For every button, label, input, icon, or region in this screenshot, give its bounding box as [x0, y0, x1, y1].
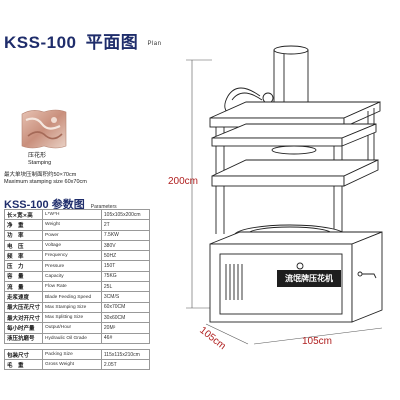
- param-label-cn: 最大压花尺寸: [3, 301, 44, 313]
- page-title: KSS-100 平面图 Plan: [4, 28, 161, 53]
- param-value: 115x115x210cm: [100, 348, 151, 361]
- param-label-en: Max Stamping Size: [42, 301, 102, 313]
- machine-drawing: [186, 45, 383, 345]
- param-value: 60x70CM: [100, 301, 151, 313]
- parameters-model: KSS-100: [4, 199, 49, 211]
- height-dimension: 200cm: [168, 176, 199, 187]
- param-label-en: Blade Feeding Speed: [42, 291, 102, 303]
- param-label-cn: 电 压: [3, 239, 44, 252]
- param-label-en: Power: [42, 229, 102, 241]
- stamping-label-en: Stamping: [28, 160, 52, 166]
- param-label-en: Weight: [42, 219, 102, 231]
- title-en: Plan: [147, 40, 162, 47]
- param-label-cn: 走浆速度: [3, 291, 44, 303]
- param-value: 3CM/S: [100, 291, 151, 303]
- param-label-en: Hydraulic Oil Grade: [42, 332, 102, 344]
- param-value: 105x105x200cm: [100, 208, 151, 221]
- param-label-cn: 频 率: [3, 250, 44, 262]
- param-value: 2.05T: [100, 359, 151, 371]
- param-value: 25L: [100, 281, 151, 293]
- param-label-cn: 功 率: [3, 229, 44, 241]
- param-label-en: Max Splitting Size: [42, 311, 102, 324]
- param-label-en: Capacity: [42, 270, 102, 283]
- param-label-cn: 压 力: [3, 260, 44, 272]
- param-value: 150T: [100, 260, 151, 272]
- stamping-label-cn: 压花形: [28, 153, 47, 159]
- parameters-title: KSS-100 参数图 Parameters: [4, 196, 117, 212]
- width-dimension: 105cm: [302, 336, 333, 347]
- param-label-cn: 每小时产量: [3, 322, 44, 334]
- stamping-sample-image: [21, 109, 67, 149]
- param-value: 380V: [100, 239, 151, 252]
- param-label-en: L*W*H: [42, 208, 102, 221]
- param-value: 2T: [100, 219, 151, 231]
- param-value: 30x60CM: [100, 311, 151, 324]
- param-label-cn: 包装尺寸: [3, 348, 44, 361]
- param-value: 46#: [100, 332, 151, 344]
- param-value: 50HZ: [100, 250, 151, 262]
- stamping-size: 最大单块压制面积约50×70cm Maximum stamping size 6…: [4, 172, 87, 186]
- title-cn: 平面图: [85, 33, 139, 53]
- param-value: 20M²: [100, 322, 151, 334]
- param-label-cn: 液压抗磨号: [3, 332, 44, 344]
- stamping-caption: 压花形 Stamping: [28, 153, 51, 167]
- param-label-en: Flow Rate: [42, 281, 102, 293]
- param-label-en: Frequency: [42, 250, 102, 262]
- param-label-en: Gross Weight: [42, 359, 102, 371]
- param-label-en: Pressure: [42, 260, 102, 272]
- parameters-title-cn: 参数图: [51, 199, 85, 211]
- param-value: 7.5KW: [100, 229, 151, 241]
- param-label-en: Voltage: [42, 239, 102, 252]
- param-label-cn: 容 量: [3, 270, 44, 283]
- stamping-max-size-cn: 最大单块压制面积约50×70cm: [4, 172, 77, 178]
- parameters-title-en: Parameters: [90, 204, 117, 210]
- machine-nameplate: 流氓牌压花机: [277, 270, 341, 287]
- param-value: 75KG: [100, 270, 151, 283]
- param-label-cn: 流 量: [3, 281, 44, 293]
- param-label-cn: 毛 重: [3, 359, 44, 371]
- param-label-cn: 长×宽×高: [3, 208, 44, 221]
- stamping-max-size-en: Maximum stamping size 60x70cm: [4, 179, 87, 185]
- model-name: KSS-100: [4, 33, 77, 52]
- param-label-en: Packing Size: [42, 348, 102, 361]
- param-label-cn: 净 重: [3, 219, 44, 231]
- param-label-cn: 最大对开尺寸: [3, 311, 44, 324]
- param-label-en: Output/Hour: [42, 322, 102, 334]
